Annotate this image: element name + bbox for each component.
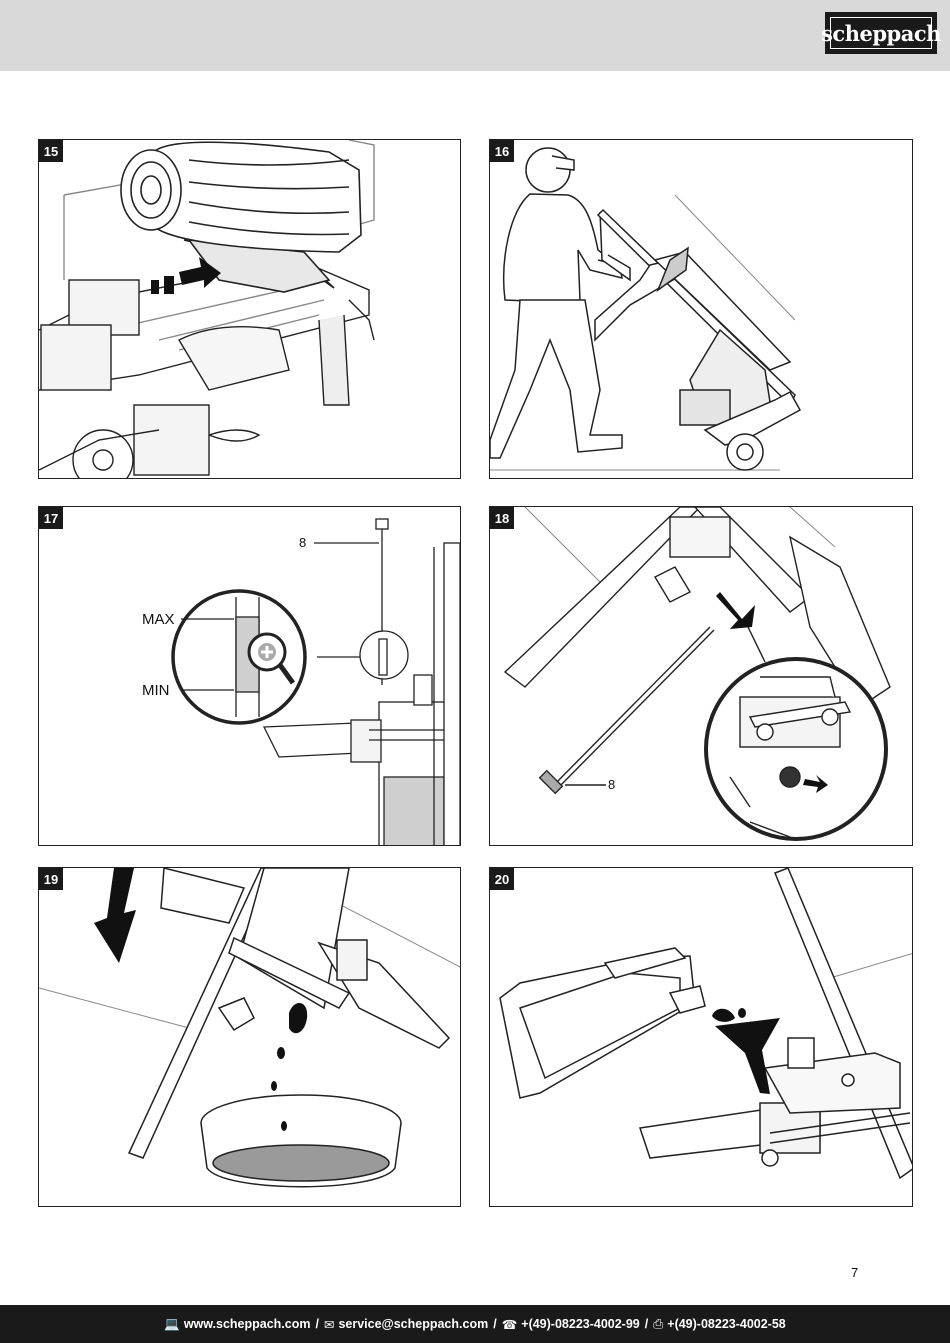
footer-bar: 💻 www.scheppach.com / ✉ service@scheppac… bbox=[0, 1305, 950, 1343]
figure-number: 17 bbox=[39, 507, 63, 529]
part-label-8: 8 bbox=[299, 535, 306, 550]
figure-20-illustration bbox=[499, 868, 912, 1180]
figure-19: 19 bbox=[38, 867, 461, 1207]
footer-phone: +(49)-08223-4002-99 bbox=[521, 1317, 640, 1331]
computer-icon: 💻 bbox=[164, 1316, 180, 1331]
footer-email[interactable]: service@scheppach.com bbox=[338, 1317, 489, 1331]
figure-17: 17 8 bbox=[38, 506, 461, 846]
header-bar: scheppach bbox=[0, 0, 950, 71]
separator: / bbox=[315, 1317, 319, 1331]
figure-number: 20 bbox=[490, 868, 514, 890]
footer-fax: +(49)-08223-4002-58 bbox=[667, 1317, 786, 1331]
fax-icon: ⎙ bbox=[653, 1316, 664, 1331]
figure-15-illustration bbox=[39, 140, 375, 478]
part-label-8: 8 bbox=[608, 777, 615, 792]
figure-number: 19 bbox=[39, 868, 63, 890]
figure-15: 15 bbox=[38, 139, 461, 479]
page-number: 7 bbox=[851, 1265, 859, 1280]
brand-logo: scheppach bbox=[821, 12, 941, 54]
footer-website[interactable]: www.scheppach.com bbox=[183, 1317, 311, 1331]
min-label: MIN bbox=[142, 682, 170, 699]
figure-16-illustration bbox=[490, 147, 802, 471]
figure-19-illustration bbox=[39, 868, 460, 1188]
phone-icon: ☎ bbox=[501, 1317, 518, 1332]
separator: / bbox=[493, 1317, 497, 1331]
figure-number: 16 bbox=[490, 140, 514, 162]
max-label: MAX bbox=[142, 611, 175, 628]
separator: / bbox=[644, 1317, 649, 1331]
figure-18: 18 bbox=[489, 506, 913, 846]
email-icon: ✉ bbox=[323, 1317, 335, 1332]
figure-16: 16 bbox=[489, 139, 913, 479]
figure-17-illustration: 8 MAX MIN bbox=[142, 518, 460, 845]
brand-name: scheppach bbox=[821, 20, 941, 46]
figure-18-illustration: 8 bbox=[503, 507, 891, 841]
figure-20: 20 bbox=[489, 867, 913, 1207]
figure-number: 18 bbox=[490, 507, 514, 529]
figure-number: 15 bbox=[39, 140, 63, 162]
